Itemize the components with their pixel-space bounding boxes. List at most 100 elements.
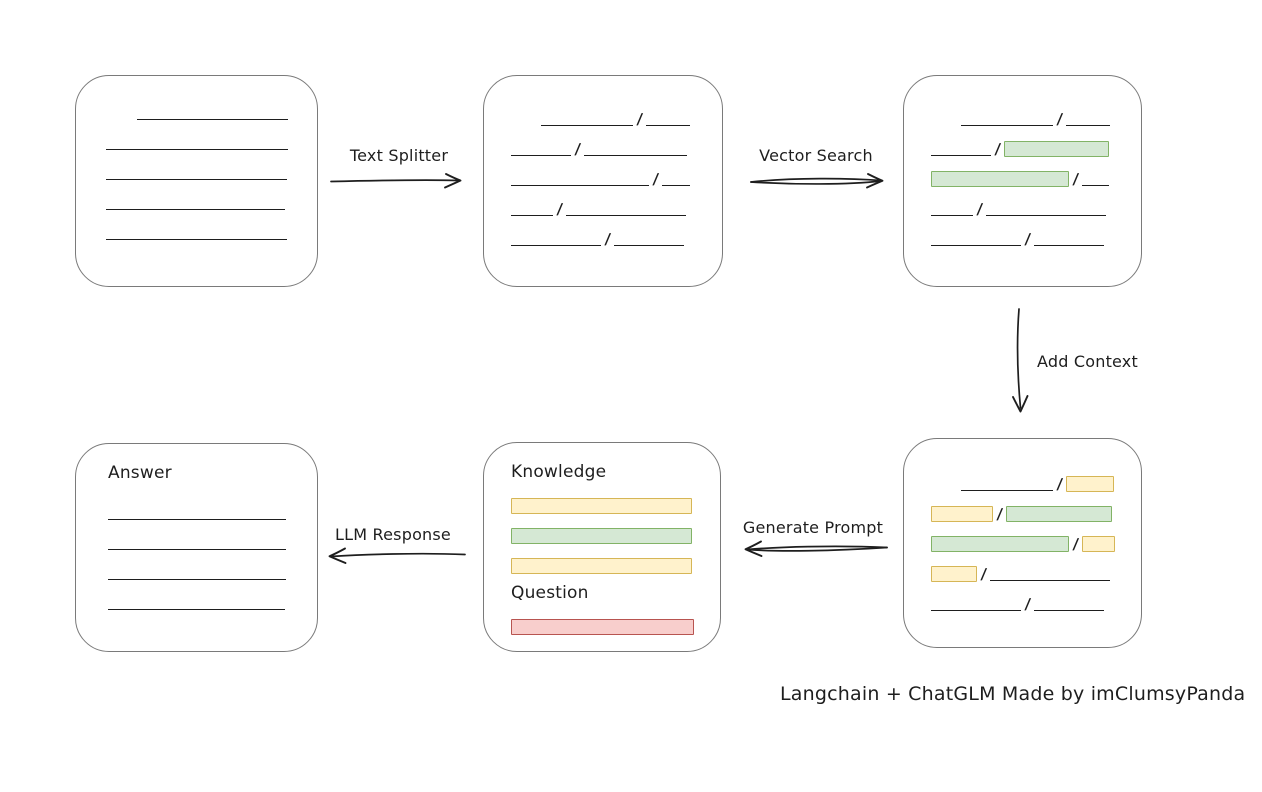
node-content: ///// — [511, 97, 722, 248]
vector-search-label: Vector Search — [759, 146, 873, 165]
indent-gap — [106, 120, 137, 121]
text-row: / — [931, 492, 1141, 523]
text-line — [961, 125, 1053, 126]
slash-separator: / — [652, 170, 660, 188]
text-line — [106, 239, 287, 240]
text-line — [566, 215, 687, 216]
green-highlight-chunk — [511, 528, 692, 544]
text-row: / — [931, 187, 1141, 218]
text-row: / — [931, 157, 1141, 188]
slash-separator: / — [574, 140, 582, 158]
add-context-arrow-icon — [1012, 308, 1029, 413]
question-bars — [511, 605, 720, 635]
node-answer: Answer — [75, 443, 318, 652]
red-highlight-chunk — [511, 619, 694, 635]
text-line — [106, 209, 285, 210]
text-line — [646, 125, 691, 126]
node-content — [106, 91, 317, 241]
knowledge-label: Knowledge — [511, 462, 607, 482]
slash-separator: / — [1056, 110, 1064, 128]
slash-separator: / — [1056, 475, 1064, 493]
text-row — [108, 551, 317, 581]
slash-separator: / — [1072, 170, 1080, 188]
green-highlight-chunk — [1006, 506, 1113, 522]
text-row — [106, 211, 317, 241]
text-row — [106, 121, 317, 151]
indent-gap — [511, 126, 541, 127]
node-context-added: ///// — [903, 438, 1142, 648]
text-line — [662, 185, 691, 186]
text-row — [511, 544, 720, 574]
generate-prompt-arrow-icon — [744, 540, 888, 557]
text-row — [511, 605, 720, 635]
slash-separator: / — [1024, 230, 1032, 248]
slash-separator: / — [980, 565, 988, 583]
node-content: ///// — [931, 462, 1141, 613]
llm-response-arrow-icon — [328, 547, 466, 564]
text-line — [986, 215, 1107, 216]
slash-separator: / — [994, 140, 1002, 158]
indent-gap — [931, 126, 961, 127]
text-line — [931, 155, 991, 156]
question-label: Question — [511, 583, 589, 603]
yellow-highlight-chunk — [931, 506, 993, 522]
text-row: / — [931, 97, 1141, 128]
text-row: / — [511, 97, 722, 128]
yellow-highlight-chunk — [931, 566, 977, 582]
text-row — [108, 521, 317, 551]
diagram-caption: Langchain + ChatGLM Made by imClumsyPand… — [780, 683, 1246, 705]
text-splitter-arrow-icon — [330, 173, 462, 189]
green-highlight-chunk — [931, 536, 1069, 552]
text-line — [931, 245, 1021, 246]
indent-gap — [931, 491, 961, 492]
node-source-document — [75, 75, 318, 287]
slash-separator: / — [636, 110, 644, 128]
text-line — [541, 125, 633, 126]
text-row: / — [511, 127, 722, 158]
yellow-highlight-chunk — [511, 498, 692, 514]
text-line — [990, 580, 1111, 581]
text-line — [108, 519, 286, 520]
text-row — [108, 581, 317, 611]
slash-separator: / — [996, 505, 1004, 523]
node-content: / / / / / — [931, 97, 1141, 248]
add-context-label: Add Context — [1037, 352, 1138, 371]
node-vector-matched: / / / / / — [903, 75, 1142, 287]
text-row: / — [511, 157, 722, 188]
text-row: / — [511, 217, 722, 248]
text-line — [108, 579, 286, 580]
text-row: / — [931, 217, 1141, 248]
green-highlight-chunk — [931, 171, 1069, 187]
text-splitter-label: Text Splitter — [349, 146, 449, 165]
text-line — [614, 245, 685, 246]
text-row: / — [931, 552, 1141, 583]
knowledge-bars — [511, 484, 720, 574]
text-line — [961, 490, 1053, 491]
text-line — [137, 119, 288, 120]
llm-response-label: LLM Response — [335, 525, 451, 544]
text-line — [511, 245, 601, 246]
text-line — [511, 185, 649, 186]
text-row — [511, 514, 720, 544]
node-content — [108, 491, 317, 611]
text-line — [511, 155, 571, 156]
generate-prompt-label: Generate Prompt — [742, 518, 884, 537]
answer-label: Answer — [108, 463, 172, 483]
text-line — [584, 155, 688, 156]
slash-separator: / — [976, 200, 984, 218]
text-line — [1034, 245, 1105, 246]
text-row: / — [511, 187, 722, 218]
text-line — [931, 215, 973, 216]
vector-search-arrow-icon — [750, 173, 884, 189]
slash-separator: / — [604, 230, 612, 248]
text-line — [931, 610, 1021, 611]
yellow-highlight-chunk — [1082, 536, 1116, 552]
text-line — [1066, 125, 1111, 126]
text-row: / — [931, 522, 1141, 553]
text-row — [106, 181, 317, 211]
text-row — [106, 151, 317, 181]
text-row: / — [931, 127, 1141, 158]
text-row: / — [931, 582, 1141, 613]
node-split-text: ///// — [483, 75, 723, 287]
text-line — [106, 149, 288, 150]
